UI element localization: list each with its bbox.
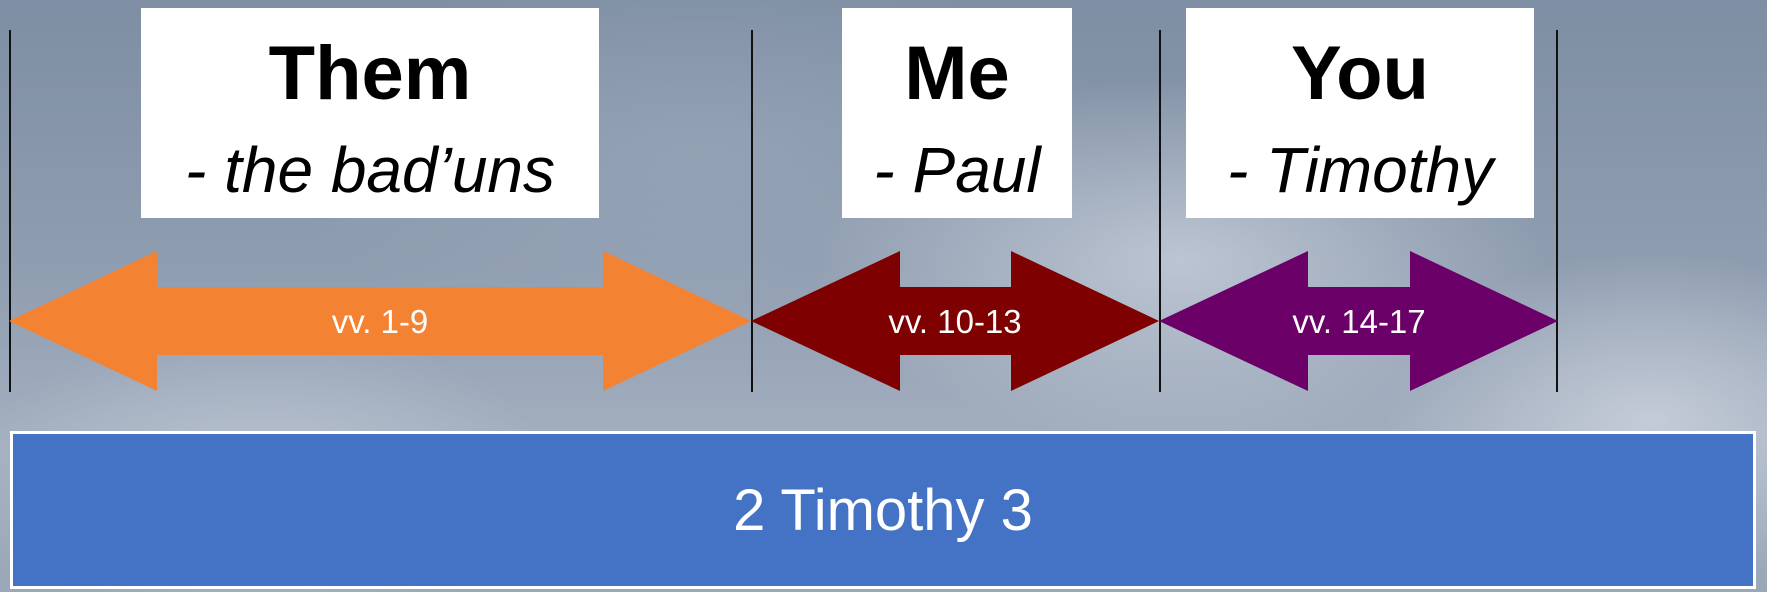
verse-label-them: vv. 1-9 [332, 303, 429, 340]
section-title-me: Me [904, 31, 1010, 116]
section-label-them: Them - the bad’uns [141, 8, 599, 218]
section-subtitle-me: - Paul [873, 134, 1041, 206]
divider-left [9, 30, 11, 392]
verse-label-me: vv. 10-13 [888, 303, 1021, 340]
section-title-them: Them [268, 31, 472, 116]
double-arrow-me [751, 251, 1159, 391]
divider-right [1556, 30, 1558, 392]
divider-me-you [1159, 30, 1161, 392]
section-label-you: You - Timothy [1186, 8, 1534, 218]
section-title-you: You [1291, 31, 1429, 116]
chapter-label: 2 Timothy 3 [733, 477, 1033, 543]
section-label-me: Me - Paul [842, 8, 1072, 218]
section-subtitle-you: - Timothy [1226, 134, 1494, 206]
divider-them-me [751, 30, 753, 392]
double-arrow-you [1159, 251, 1558, 391]
chapter-bar: 2 Timothy 3 [10, 431, 1756, 589]
section-subtitle-them: - the bad’uns [184, 134, 556, 206]
verse-range-arrows: vv. 1-9 vv. 10-13 vv. 14-17 [9, 251, 1558, 391]
double-arrow-them [9, 251, 751, 391]
verse-label-you: vv. 14-17 [1292, 303, 1425, 340]
